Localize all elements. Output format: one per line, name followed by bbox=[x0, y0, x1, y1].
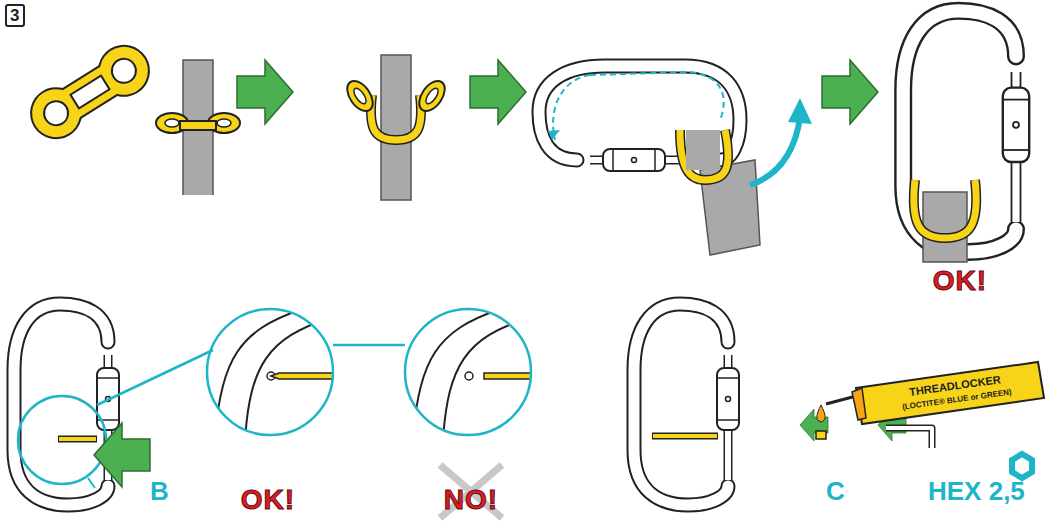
ok-mark: OK! bbox=[241, 486, 295, 514]
step-number-box: 3 bbox=[5, 4, 25, 27]
callout-letter: B bbox=[150, 478, 169, 504]
step-number: 3 bbox=[10, 7, 23, 24]
tool-size: HEX 2,5 bbox=[928, 478, 1025, 504]
callout-letter: C bbox=[826, 478, 845, 504]
ok-mark: OK! bbox=[933, 267, 987, 295]
no-mark: NO! bbox=[444, 486, 498, 514]
